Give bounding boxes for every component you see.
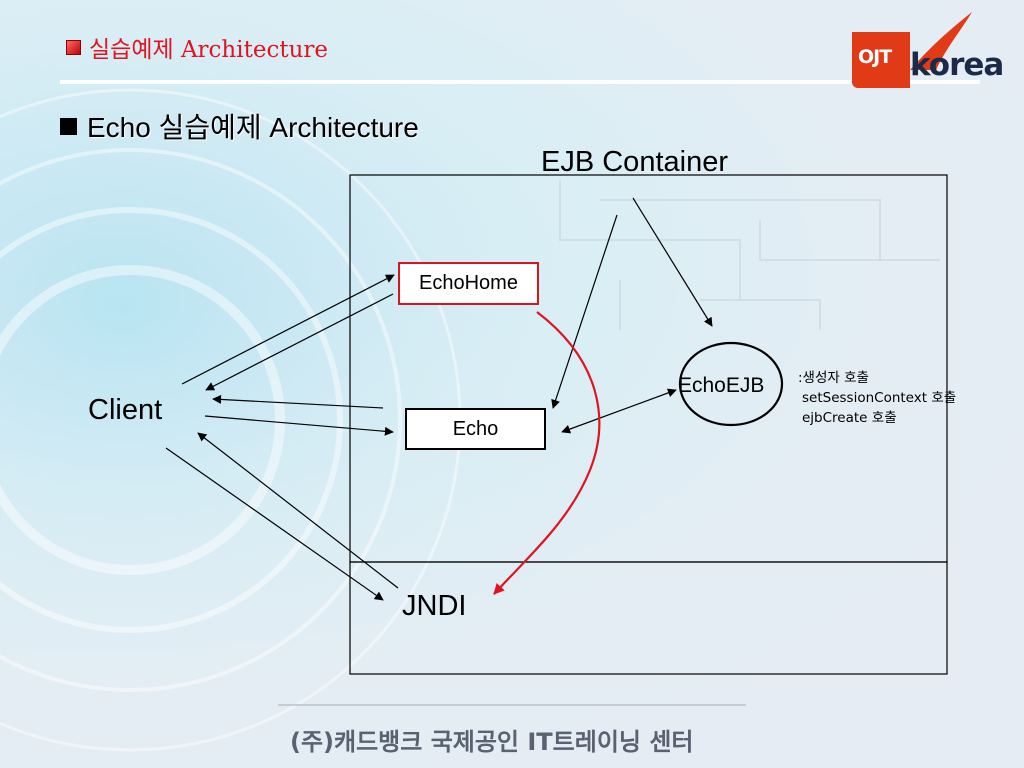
logo-mark: OJT <box>852 32 910 88</box>
arrow-home-to-client <box>205 293 394 391</box>
echo-box: Echo <box>405 408 546 450</box>
slide-subtitle-text: Echo 실습예제 Architecture <box>87 112 419 143</box>
footer-text: (주)캐드뱅크 국제공인 IT트레이닝 센터 <box>290 728 694 756</box>
slide-subtitle: Echo 실습예제 Architecture <box>60 106 419 146</box>
logo-mark-text: OJT <box>858 46 892 68</box>
footer-divider <box>278 704 746 706</box>
slide-title-text: 실습예제 Architecture <box>89 37 329 63</box>
slide-title: 실습예제 Architecture <box>66 30 328 64</box>
arrow-container-to-echoejb <box>632 197 713 327</box>
arrow-home-to-jndi-red <box>493 311 601 595</box>
ojt-korea-logo: OJT korea <box>852 12 1012 88</box>
echoejb-ellipse <box>678 341 784 427</box>
title-divider <box>60 80 980 84</box>
logo-wordmark: korea <box>910 47 1004 83</box>
note-line-setsessioncontext: setSessionContext 호출 <box>802 390 957 406</box>
arrow-jndi-to-client <box>197 432 399 589</box>
client-label: Client <box>88 394 163 426</box>
jndi-box <box>349 561 948 675</box>
echoejb-label: EchoEJB <box>678 374 765 397</box>
echohome-box: EchoHome <box>398 262 539 305</box>
title-bullet-icon <box>66 40 81 55</box>
arrow-echo-echoejb <box>561 388 677 434</box>
ejb-container-label: EJB Container <box>541 146 728 178</box>
jndi-label: JNDI <box>402 590 467 622</box>
logo-swoosh-icon <box>910 12 972 70</box>
arrow-client-to-echo <box>204 415 394 436</box>
arrow-client-to-jndi <box>165 447 384 601</box>
arrow-echo-to-client <box>212 394 384 409</box>
arrow-container-to-echo <box>551 214 618 409</box>
note-line-ejbcreate: ejbCreate 호출 <box>802 410 897 426</box>
lifecycle-note: :생성자 호출 setSessionContext 호출 ejbCreate 호… <box>798 368 956 428</box>
note-line-constructor: :생성자 호출 <box>798 370 869 386</box>
subtitle-bullet-icon <box>60 118 77 135</box>
arrow-client-to-home <box>181 274 395 385</box>
